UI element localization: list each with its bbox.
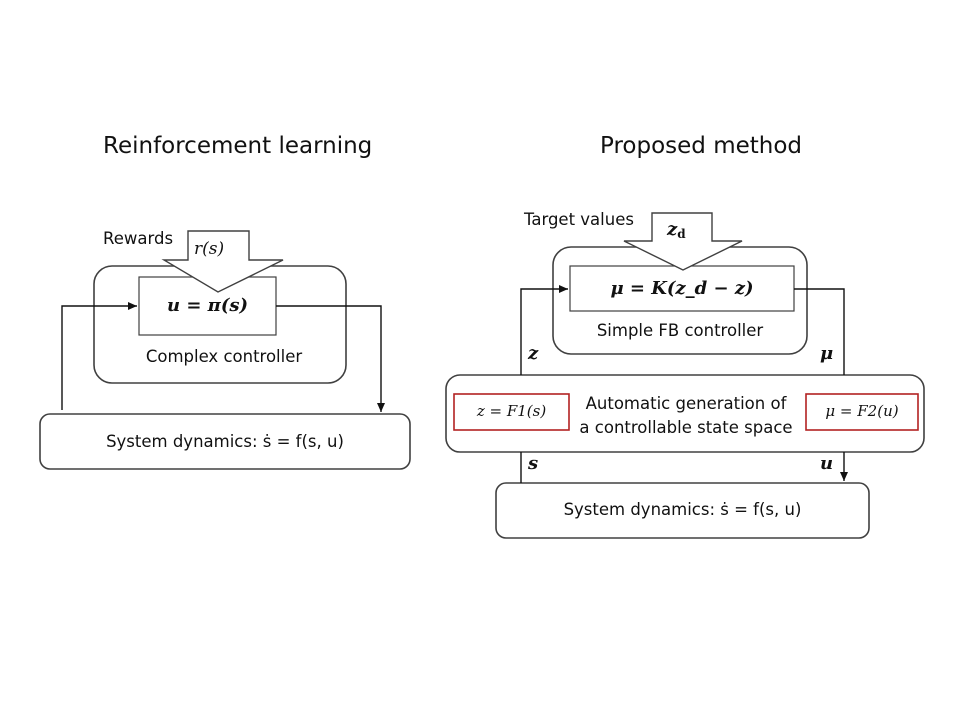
signal-mu-label: μ — [820, 343, 834, 364]
signal-s-label: s — [528, 453, 539, 474]
left-panel-title: Reinforcement learning — [103, 133, 373, 159]
fb-law-box — [569, 265, 795, 312]
reward-expression: r(s) — [194, 239, 225, 259]
target-expression: zd — [667, 219, 686, 241]
target-values-label: Target values — [524, 210, 634, 229]
fb-controller-label: Simple FB controller — [596, 321, 764, 340]
system-dynamics-box-right — [495, 482, 870, 539]
policy-box — [138, 276, 277, 336]
target-block-arrow — [623, 212, 743, 271]
mu-output-line — [794, 288, 845, 375]
action-arrow-left — [276, 305, 385, 412]
system-dynamics-label-right: System dynamics: ṡ = f(s, u) — [563, 500, 802, 519]
z-feedback-arrow — [520, 285, 568, 375]
rewards-label: Rewards — [103, 229, 174, 248]
mapping-mu-box — [805, 393, 919, 431]
generation-line-2: a controllable state space — [579, 418, 793, 437]
state-feedback-arrow-left — [61, 302, 137, 410]
signal-z-label: z — [528, 343, 539, 364]
target-symbol: z — [667, 219, 678, 240]
complex-controller-label: Complex controller — [145, 347, 303, 366]
mapping-z-expression: z = F1(s) — [476, 402, 547, 420]
fb-law-expression: μ = K(z_d − z) — [610, 278, 754, 299]
target-subscript: d — [677, 227, 686, 241]
right-panel-title: Proposed method — [600, 133, 803, 159]
mapping-z-box — [453, 393, 570, 431]
reward-block-arrow — [161, 230, 284, 293]
system-dynamics-box-left — [39, 413, 411, 470]
system-dynamics-label-left: System dynamics: ṡ = f(s, u) — [106, 432, 344, 451]
generation-line-1: Automatic generation of — [585, 394, 787, 413]
policy-expression: u = π(s) — [166, 295, 249, 316]
mapping-mu-expression: μ = F2(u) — [825, 402, 899, 420]
signal-u-label: u — [820, 453, 834, 474]
